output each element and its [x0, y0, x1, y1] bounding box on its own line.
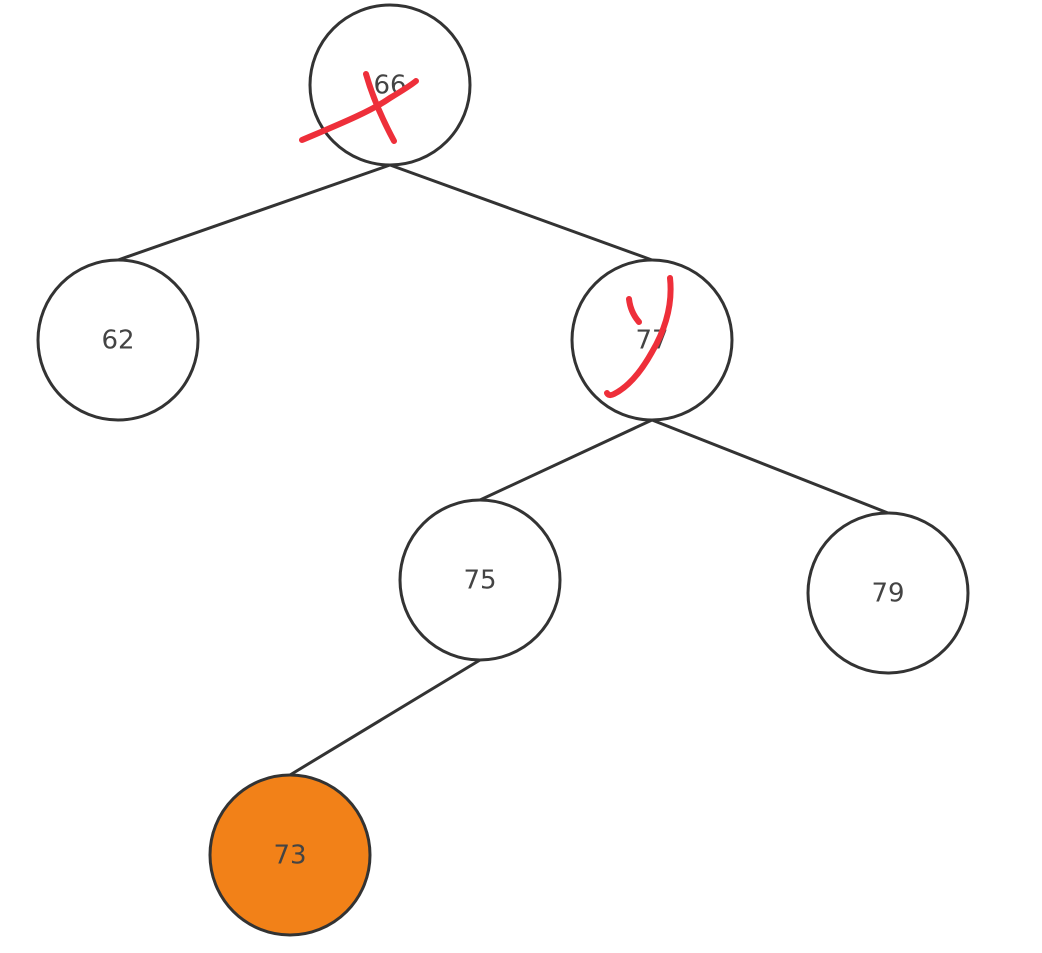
tree-node-label: 79: [871, 579, 904, 609]
tree-node-circle: [208, 773, 372, 937]
tree-edge-66-62: [117, 163, 391, 262]
annotation-stroke: [604, 275, 674, 399]
tree-node-circle: [398, 498, 562, 662]
annotation-stroke: [626, 296, 642, 325]
tree-node-label: 62: [101, 326, 134, 356]
tree-node-62: 62: [36, 258, 200, 422]
annotation-y-mark-77: [604, 275, 674, 399]
tree-edge-77-79: [651, 418, 889, 515]
annotation-cross-mark-66: [299, 71, 419, 144]
tree-edges: [117, 163, 889, 777]
tree-edge-66-77: [389, 163, 653, 262]
tree-edge-77-75: [479, 418, 653, 502]
tree-node-73: 73: [208, 773, 372, 937]
handwritten-annotations: [299, 71, 674, 399]
tree-node-circle: [36, 258, 200, 422]
tree-node-77: 77: [570, 258, 734, 422]
tree-node-circle: [308, 3, 472, 167]
tree-node-label: 73: [273, 841, 306, 871]
tree-node-circle: [570, 258, 734, 422]
tree-nodes: 66 62 77 75 79 73: [36, 3, 970, 937]
tree-edge-75-73: [289, 658, 481, 777]
tree-node-79: 79: [806, 511, 970, 675]
tree-node-label: 75: [463, 566, 496, 596]
tree-node-75: 75: [398, 498, 562, 662]
annotation-stroke: [299, 78, 419, 143]
tree-node-circle: [806, 511, 970, 675]
tree-node-66: 66: [308, 3, 472, 167]
